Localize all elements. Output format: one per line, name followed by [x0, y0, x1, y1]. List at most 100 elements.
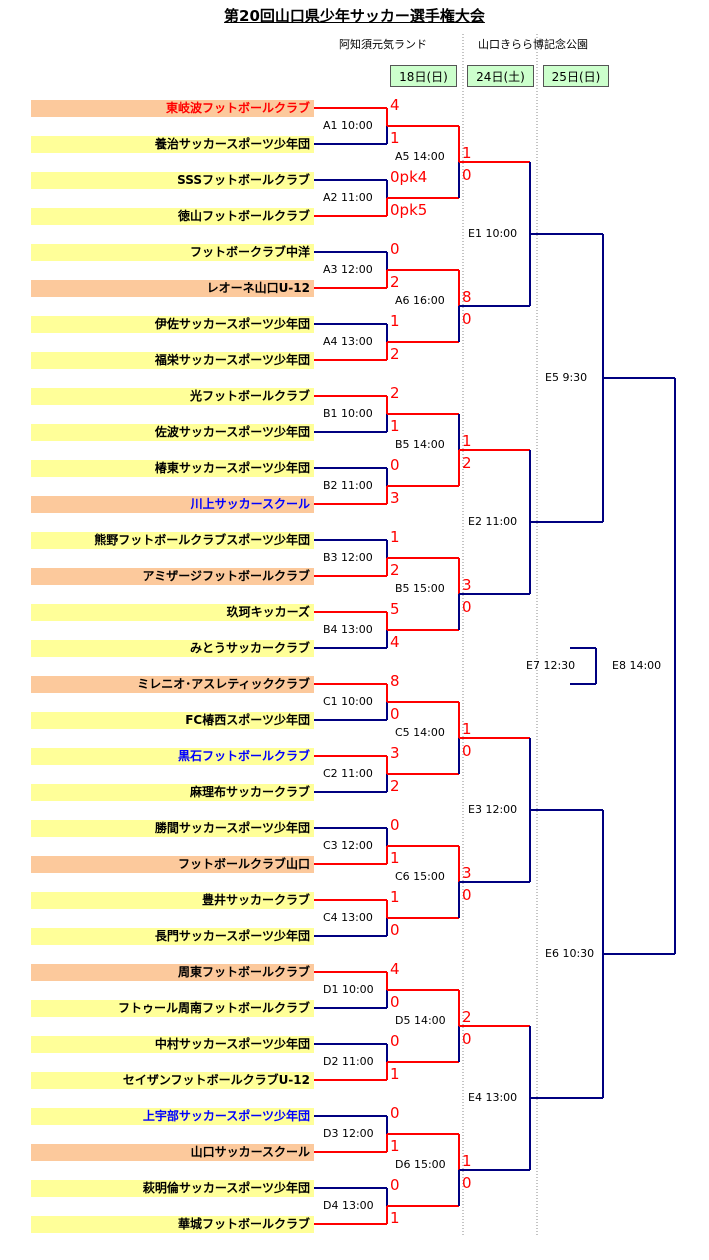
match-label: C5 14:00: [395, 726, 445, 739]
team-name: 熊野フットボールクラブスポーツ少年団: [31, 532, 314, 549]
score: 1: [462, 432, 472, 450]
score: 0: [390, 921, 400, 939]
match-label: E6 10:30: [545, 947, 595, 960]
score: 0: [390, 705, 400, 723]
score: 8: [462, 288, 472, 306]
date-box: 24日(土): [467, 65, 534, 87]
score: 4: [390, 96, 400, 114]
score: 2: [462, 454, 472, 472]
team-name: 東岐波フットボールクラブ: [31, 100, 314, 117]
team-name: 上宇部サッカースポーツ少年団: [31, 1108, 314, 1125]
score: 0: [390, 816, 400, 834]
team-name: 光フットボールクラブ: [31, 388, 314, 405]
team-name: 中村サッカースポーツ少年団: [31, 1036, 314, 1053]
score: 1: [462, 720, 472, 738]
team-name: フットボールクラブ山口: [31, 856, 314, 873]
score: 4: [390, 633, 400, 651]
match-label: A4 13:00: [323, 335, 373, 348]
team-name: フトゥール周南フットボールクラブ: [31, 1000, 314, 1017]
score: 2: [390, 384, 400, 402]
team-name: FC椿西スポーツ少年団: [31, 712, 314, 729]
match-label: B5 15:00: [395, 582, 445, 595]
match-label: E2 11:00: [468, 515, 518, 528]
match-label: A1 10:00: [323, 119, 373, 132]
score: 1: [390, 888, 400, 906]
team-name: 養治サッカースポーツ少年団: [31, 136, 314, 153]
match-label: E4 13:00: [468, 1091, 518, 1104]
score: 1: [390, 1209, 400, 1227]
team-name: 華城フットボールクラブ: [31, 1216, 314, 1233]
match-label: D4 13:00: [323, 1199, 374, 1212]
score: 0: [462, 1174, 472, 1192]
score: 0: [390, 993, 400, 1011]
score: 1: [390, 528, 400, 546]
team-name: フットボークラブ中洋: [31, 244, 314, 261]
match-label: D5 14:00: [395, 1014, 446, 1027]
team-name: 麻理布サッカークラブ: [31, 784, 314, 801]
score: 1: [390, 312, 400, 330]
score: 0: [462, 742, 472, 760]
date-box: 25日(日): [543, 65, 609, 87]
team-name: 山口サッカースクール: [31, 1144, 314, 1161]
match-label: A2 11:00: [323, 191, 373, 204]
score: 3: [390, 744, 400, 762]
team-name: アミザージフットボールクラブ: [31, 568, 314, 585]
team-name: 萩明倫サッカースポーツ少年団: [31, 1180, 314, 1197]
match-label: C6 15:00: [395, 870, 445, 883]
team-name: 徳山フットボールクラブ: [31, 208, 314, 225]
match-label: D2 11:00: [323, 1055, 374, 1068]
team-name: 川上サッカースクール: [31, 496, 314, 513]
date-box: 18日(日): [390, 65, 457, 87]
match-label: D6 15:00: [395, 1158, 446, 1171]
team-name: 伊佐サッカースポーツ少年団: [31, 316, 314, 333]
score: 0pk5: [390, 201, 428, 219]
team-name: 勝間サッカースポーツ少年団: [31, 820, 314, 837]
match-label: C3 12:00: [323, 839, 373, 852]
match-label: C1 10:00: [323, 695, 373, 708]
score: 1: [390, 849, 400, 867]
team-name: レオーネ山口U-12: [31, 280, 314, 297]
score: 0: [390, 1104, 400, 1122]
score: 0: [390, 1176, 400, 1194]
score: 2: [390, 561, 400, 579]
team-name: 豊井サッカークラブ: [31, 892, 314, 909]
score: 1: [462, 1152, 472, 1170]
team-name: ミレニオ･アスレティッククラブ: [31, 676, 314, 693]
score: 3: [390, 489, 400, 507]
match-label: D3 12:00: [323, 1127, 374, 1140]
score: 2: [462, 1008, 472, 1026]
score: 8: [390, 672, 400, 690]
team-name: 長門サッカースポーツ少年団: [31, 928, 314, 945]
page-title: 第20回山口県少年サッカー選手権大会: [224, 7, 485, 25]
score: 1: [390, 1137, 400, 1155]
team-name: 黒石フットボールクラブ: [31, 748, 314, 765]
score: 3: [462, 864, 472, 882]
score: 2: [390, 777, 400, 795]
team-name: 玖珂キッカーズ: [31, 604, 314, 621]
score: 0: [462, 1030, 472, 1048]
score: 1: [390, 417, 400, 435]
team-name: 周東フットボールクラブ: [31, 964, 314, 981]
match-label: C4 13:00: [323, 911, 373, 924]
team-name: みとうサッカークラブ: [31, 640, 314, 657]
score: 0: [462, 886, 472, 904]
venue-label: 阿知須元気ランド: [339, 38, 427, 51]
match-label: A3 12:00: [323, 263, 373, 276]
match-label: B1 10:00: [323, 407, 373, 420]
score: 0: [462, 166, 472, 184]
match-label: E5 9:30: [545, 371, 588, 384]
team-name: 福栄サッカースポーツ少年団: [31, 352, 314, 369]
match-label: E1 10:00: [468, 227, 518, 240]
team-name: セイザンフットボールクラブU-12: [31, 1072, 314, 1089]
score: 4: [390, 960, 400, 978]
match-label: B4 13:00: [323, 623, 373, 636]
venue-label: 山口きらら博記念公園: [478, 38, 588, 51]
score: 0: [390, 1032, 400, 1050]
match-label: A5 14:00: [395, 150, 445, 163]
score: 0: [462, 598, 472, 616]
match-label: B2 11:00: [323, 479, 373, 492]
match-label: B3 12:00: [323, 551, 373, 564]
score: 0: [462, 310, 472, 328]
match-label: E8 14:00: [612, 659, 662, 672]
